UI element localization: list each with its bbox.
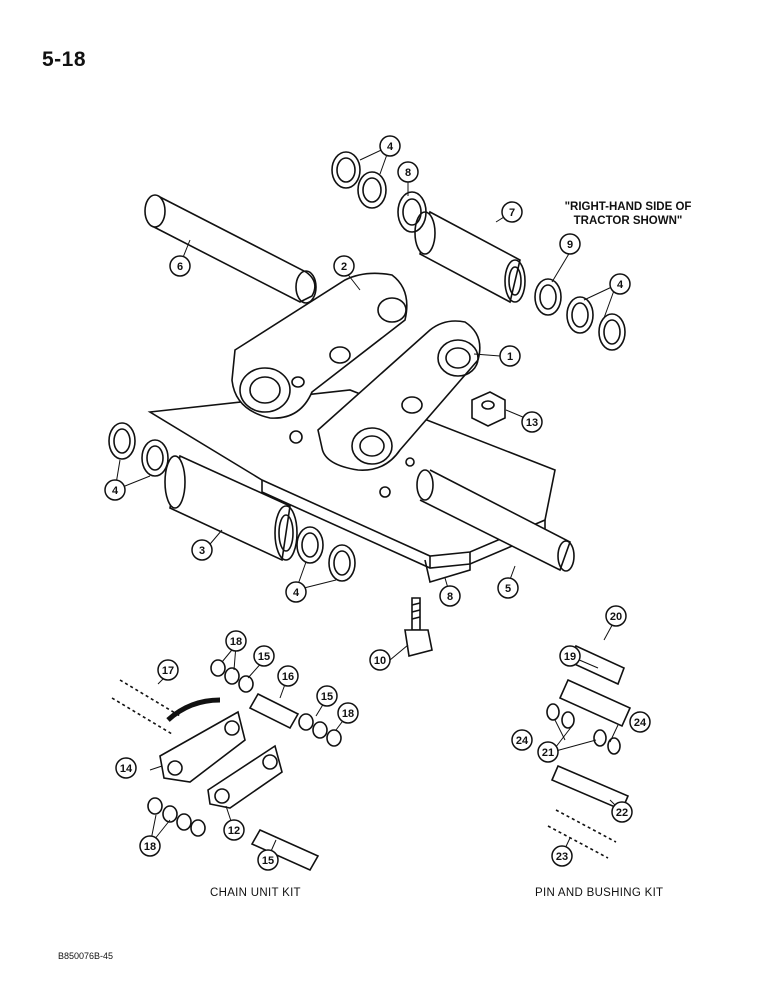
callout-label: 19	[564, 651, 576, 663]
bushing-7	[414, 210, 526, 304]
callout-8-top: 8	[397, 161, 419, 183]
callout-15-top: 15	[253, 645, 275, 667]
seal-rings-right	[534, 278, 626, 351]
callout-label: 18	[144, 841, 156, 853]
callout-16: 16	[277, 665, 299, 687]
callout-label: 7	[509, 207, 515, 219]
callout-label: 13	[526, 417, 538, 429]
figure-code: B850076B-45	[58, 951, 114, 961]
callout-label: 18	[230, 636, 242, 648]
track-link-1	[317, 320, 481, 471]
bolt-10	[404, 597, 433, 657]
pin-5	[416, 469, 575, 572]
callout-label: 16	[282, 671, 294, 683]
callout-label: 10	[374, 655, 386, 667]
pin-bushing-kit-parts	[546, 644, 632, 859]
callout-4-top: 4	[379, 135, 401, 157]
callout-label: 17	[162, 665, 174, 677]
callout-label: 3	[199, 545, 205, 557]
callout-label: 15	[262, 855, 274, 867]
callout-label: 4	[387, 141, 394, 153]
page-number: 5-18	[42, 48, 87, 71]
right-hand-side-note: "RIGHT-HAND SIDE OF TRACTOR SHOWN"	[564, 201, 692, 227]
callouts: 4 8 7 9 4 6 2 1 13 4 3 4 8 5 10 18 15 16…	[104, 135, 651, 871]
callout-label: 8	[447, 591, 453, 603]
pin-6	[144, 194, 317, 304]
callout-label: 8	[405, 167, 411, 179]
callout-21: 21	[537, 741, 559, 763]
pin-bushing-kit-label: PIN AND BUSHING KIT	[535, 887, 664, 899]
callout-8-right: 9	[559, 233, 581, 255]
callout-24-right: 24	[629, 711, 651, 733]
callout-24-left: 24	[511, 729, 533, 751]
callout-label: 21	[542, 747, 554, 759]
callout-4-right: 4	[609, 273, 631, 295]
callout-6: 6	[169, 255, 191, 277]
callout-4-bottom: 4	[285, 581, 307, 603]
callout-22: 22	[611, 801, 633, 823]
callout-11: 13	[521, 411, 543, 433]
callout-label: 12	[228, 825, 240, 837]
track-link-2	[231, 272, 408, 419]
callout-20: 20	[605, 605, 627, 627]
callout-14: 15	[257, 849, 279, 871]
callout-19: 19	[559, 645, 581, 667]
callout-4-left: 4	[104, 479, 126, 501]
callout-label: 23	[556, 851, 568, 863]
callout-label: 1	[507, 351, 513, 363]
callout-17: 17	[157, 659, 179, 681]
callout-label: 2	[341, 261, 347, 273]
callout-label: 22	[616, 807, 628, 819]
callout-12: 12	[223, 819, 245, 841]
callout-18-right: 18	[337, 702, 359, 724]
chain-unit-kit-parts	[111, 659, 342, 872]
callout-1: 1	[499, 345, 521, 367]
callout-label: 14	[120, 763, 133, 775]
callout-label: 4	[112, 485, 119, 497]
callout-18-top: 18	[225, 630, 247, 652]
chain-unit-kit-label: CHAIN UNIT KIT	[210, 887, 301, 899]
seal-rings-bottom	[296, 526, 356, 582]
callout-10: 10	[369, 649, 391, 671]
callout-3: 3	[191, 539, 213, 561]
callout-label: 9	[567, 239, 573, 251]
callout-label: 24	[516, 735, 529, 747]
callout-label: 5	[505, 583, 511, 595]
callout-label: 18	[342, 708, 354, 720]
callout-5: 5	[497, 577, 519, 599]
callout-label: 15	[321, 691, 333, 703]
callout-label: 15	[258, 651, 270, 663]
callout-label: 24	[634, 717, 647, 729]
callout-label: 20	[610, 611, 622, 623]
callout-7: 7	[501, 201, 523, 223]
callout-13: 14	[115, 757, 137, 779]
callout-label: 4	[617, 279, 624, 291]
seal-rings-left	[108, 422, 169, 477]
seal-rings-top	[331, 151, 427, 233]
callout-label: 6	[177, 261, 183, 273]
callout-label: 4	[293, 587, 300, 599]
nut-11	[471, 391, 506, 427]
callout-23: 23	[551, 845, 573, 867]
callout-18-bottom: 18	[139, 835, 161, 857]
callout-15-bottom: 15	[316, 685, 338, 707]
callout-9: 8	[439, 585, 461, 607]
bushing-3	[164, 454, 298, 562]
callout-2: 2	[333, 255, 355, 277]
